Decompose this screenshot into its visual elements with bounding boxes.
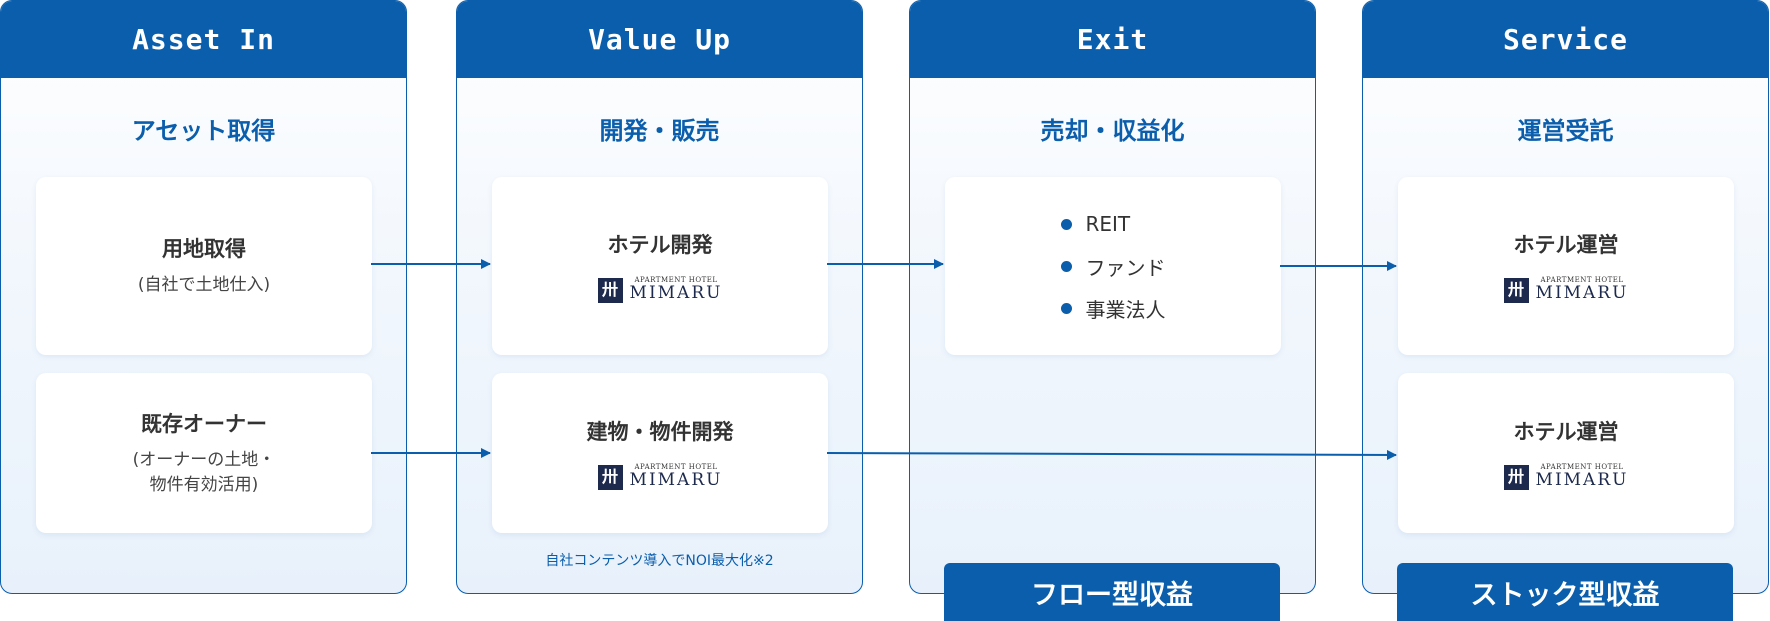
- list-item: REIT: [1060, 203, 1166, 245]
- card-hotel-development: ホテル開発 卅 APARTMENT HOTEL MIMARU: [492, 177, 828, 355]
- logo-big-text: MIMARU: [629, 470, 723, 491]
- noi-note: 自社コンテンツ導入でNOI最大化※2: [545, 553, 774, 569]
- card-title: 用地取得: [162, 237, 246, 262]
- card-land-acquisition: 用地取得 (自社で土地仕入): [36, 177, 372, 355]
- column-header: Value Up: [457, 1, 862, 78]
- card-title: ホテル運営: [1513, 233, 1619, 258]
- mimaru-mark-icon: 卅: [597, 277, 623, 303]
- card-title: ホテル運営: [1513, 420, 1619, 445]
- card-title: ホテル開発: [607, 233, 713, 258]
- column-exit: Exit 売却・収益化 REIT ファンド 事業法人: [909, 0, 1316, 594]
- column-subtitle: 運営受託: [1517, 117, 1614, 145]
- logo-small-text: APARTMENT HOTEL: [634, 276, 718, 285]
- card-text: (自社で土地仕入): [137, 275, 271, 296]
- mimaru-mark-icon: 卅: [1503, 464, 1529, 490]
- logo-small-text: APARTMENT HOTEL: [634, 463, 718, 472]
- card-title: 建物・物件開発: [586, 420, 734, 445]
- flow-revenue-badge: フロー型収益: [944, 563, 1280, 621]
- card-title: 既存オーナー: [141, 411, 267, 436]
- mimaru-logo: 卅 APARTMENT HOTEL MIMARU: [1503, 276, 1629, 304]
- column-asset-in: Asset In アセット取得 用地取得 (自社で土地仕入) 既存オーナー (オ…: [0, 0, 407, 594]
- logo-big-text: MIMARU: [629, 283, 723, 304]
- column-subtitle: 売却・収益化: [1040, 117, 1185, 145]
- card-hotel-operation-2: ホテル運営 卅 APARTMENT HOTEL MIMARU: [1398, 373, 1734, 533]
- mimaru-logo: 卅 APARTMENT HOTEL MIMARU: [597, 276, 723, 304]
- column-header: Exit: [910, 1, 1315, 78]
- card-text: (オーナーの土地・ 物件有効活用): [133, 448, 276, 499]
- mimaru-mark-icon: 卅: [597, 464, 623, 490]
- card-text-line: (オーナーの土地・: [132, 449, 276, 470]
- logo-small-text: APARTMENT HOTEL: [1540, 463, 1624, 472]
- column-header: Asset In: [1, 1, 406, 78]
- column-value-up: Value Up 開発・販売 ホテル開発 卅 APARTMENT HOTEL M…: [456, 0, 863, 594]
- mimaru-mark-icon: 卅: [1503, 277, 1529, 303]
- column-subtitle: 開発・販売: [599, 117, 720, 145]
- logo-small-text: APARTMENT HOTEL: [1540, 276, 1624, 285]
- stock-revenue-badge: ストック型収益: [1397, 563, 1733, 621]
- bullet-dot-icon: [1060, 260, 1072, 272]
- column-subtitle: アセット取得: [131, 117, 276, 145]
- buyer-list: REIT ファンド 事業法人: [1060, 203, 1166, 329]
- list-item: ファンド: [1060, 245, 1166, 287]
- bullet-dot-icon: [1060, 302, 1072, 314]
- bullet-dot-icon: [1060, 218, 1072, 230]
- logo-big-text: MIMARU: [1535, 470, 1629, 491]
- logo-big-text: MIMARU: [1535, 283, 1629, 304]
- card-existing-owner: 既存オーナー (オーナーの土地・ 物件有効活用): [36, 373, 372, 533]
- card-exit-buyers: REIT ファンド 事業法人: [945, 177, 1281, 355]
- card-building-development: 建物・物件開発 卅 APARTMENT HOTEL MIMARU: [492, 373, 828, 533]
- list-item: 事業法人: [1060, 287, 1166, 329]
- card-hotel-operation-1: ホテル運営 卅 APARTMENT HOTEL MIMARU: [1398, 177, 1734, 355]
- column-service: Service 運営受託 ホテル運営 卅 APARTMENT HOTEL MIM…: [1362, 0, 1769, 594]
- mimaru-logo: 卅 APARTMENT HOTEL MIMARU: [1503, 463, 1629, 491]
- card-text-line: 物件有効活用): [149, 475, 259, 495]
- mimaru-logo: 卅 APARTMENT HOTEL MIMARU: [597, 463, 723, 491]
- column-header: Service: [1363, 1, 1768, 78]
